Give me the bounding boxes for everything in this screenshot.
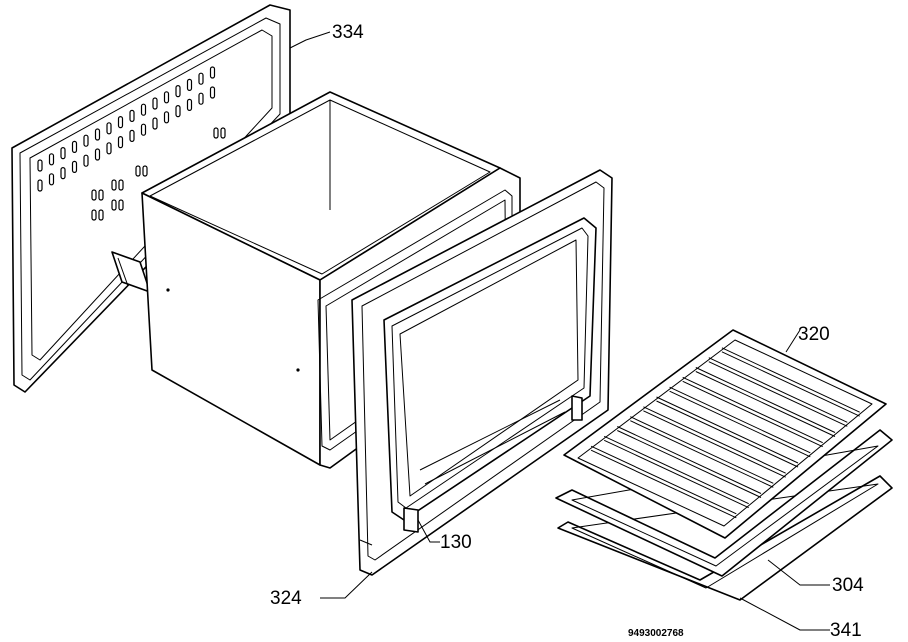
- vent-slot: [60, 167, 66, 180]
- vent-slot: [91, 189, 97, 201]
- oven-rack: [563, 329, 887, 539]
- vent-slot: [106, 122, 112, 135]
- vent-slot: [48, 173, 55, 186]
- rack-wire: [721, 347, 860, 413]
- vent-slot: [186, 78, 193, 92]
- rack-wire: [630, 420, 774, 488]
- rack-wire: [682, 380, 823, 448]
- rack-wire: [630, 416, 774, 484]
- vent-slot: [60, 147, 66, 160]
- vent-slot: [48, 153, 55, 166]
- rack-wires: [590, 347, 860, 519]
- vent-slot: [152, 97, 158, 110]
- vent-slot: [111, 199, 117, 211]
- vent-slot: [163, 91, 170, 104]
- vent-slot: [71, 160, 78, 173]
- rack-wire: [669, 386, 811, 454]
- callout-130: 130: [440, 532, 472, 553]
- vent-slot: [118, 179, 124, 191]
- vent-slot: [198, 92, 204, 105]
- rack-wire: [708, 357, 848, 423]
- vent-slot: [129, 109, 135, 123]
- rack-wire: [643, 406, 786, 474]
- vent-slot: [94, 148, 101, 161]
- callout-334: 334: [332, 22, 364, 43]
- vent-slot: [94, 128, 101, 141]
- rack-wire: [695, 367, 836, 433]
- vent-slot: [117, 136, 124, 149]
- rack-wire: [656, 400, 799, 468]
- rack-wire: [617, 426, 762, 494]
- vent-slot: [91, 209, 97, 221]
- rack-wire: [682, 376, 823, 444]
- vent-slot: [220, 127, 226, 139]
- vent-slot: [83, 154, 89, 167]
- vent-slot: [118, 199, 124, 211]
- callout-320: 320: [798, 324, 830, 345]
- vent-slot: [71, 140, 78, 153]
- rack-wire: [695, 371, 836, 437]
- vent-slot: [198, 72, 204, 85]
- vent-slot: [209, 66, 216, 79]
- rack-wire: [669, 390, 811, 458]
- rack-wire: [590, 445, 737, 515]
- vent-slot: [213, 127, 219, 139]
- vent-slot: [37, 159, 43, 172]
- vent-slot: [142, 165, 148, 177]
- vent-slots: [37, 66, 226, 221]
- vent-slot: [135, 165, 141, 177]
- vent-slot: [209, 86, 216, 99]
- vent-slot: [140, 123, 147, 136]
- vent-slot: [175, 104, 181, 118]
- rack-wire: [656, 396, 799, 464]
- vent-slot: [163, 111, 170, 124]
- front-frame: [351, 169, 613, 576]
- callout-304: 304: [832, 575, 864, 596]
- vent-slot: [175, 84, 181, 98]
- rack-wire: [603, 439, 749, 509]
- document-number: 9493002768: [628, 628, 684, 639]
- vent-slot: [140, 103, 147, 116]
- leader-lines: [289, 31, 830, 631]
- vent-slot: [111, 179, 117, 191]
- vent-slot: [83, 134, 89, 147]
- vent-slot: [106, 142, 112, 155]
- vent-slot: [98, 189, 104, 201]
- rack-wire: [590, 449, 737, 519]
- vent-slot: [152, 117, 158, 130]
- callout-341: 341: [830, 620, 862, 641]
- rack-wire: [617, 430, 762, 498]
- vent-slot: [186, 98, 193, 112]
- rack-wire: [708, 361, 848, 427]
- rack-wire: [721, 351, 860, 417]
- rack-wire: [643, 410, 786, 478]
- vent-slot: [117, 115, 124, 129]
- callout-324: 324: [270, 588, 302, 609]
- rack-wire: [603, 435, 749, 505]
- vent-slot: [37, 179, 43, 192]
- vent-slot: [129, 129, 135, 142]
- vent-slot: [98, 209, 104, 221]
